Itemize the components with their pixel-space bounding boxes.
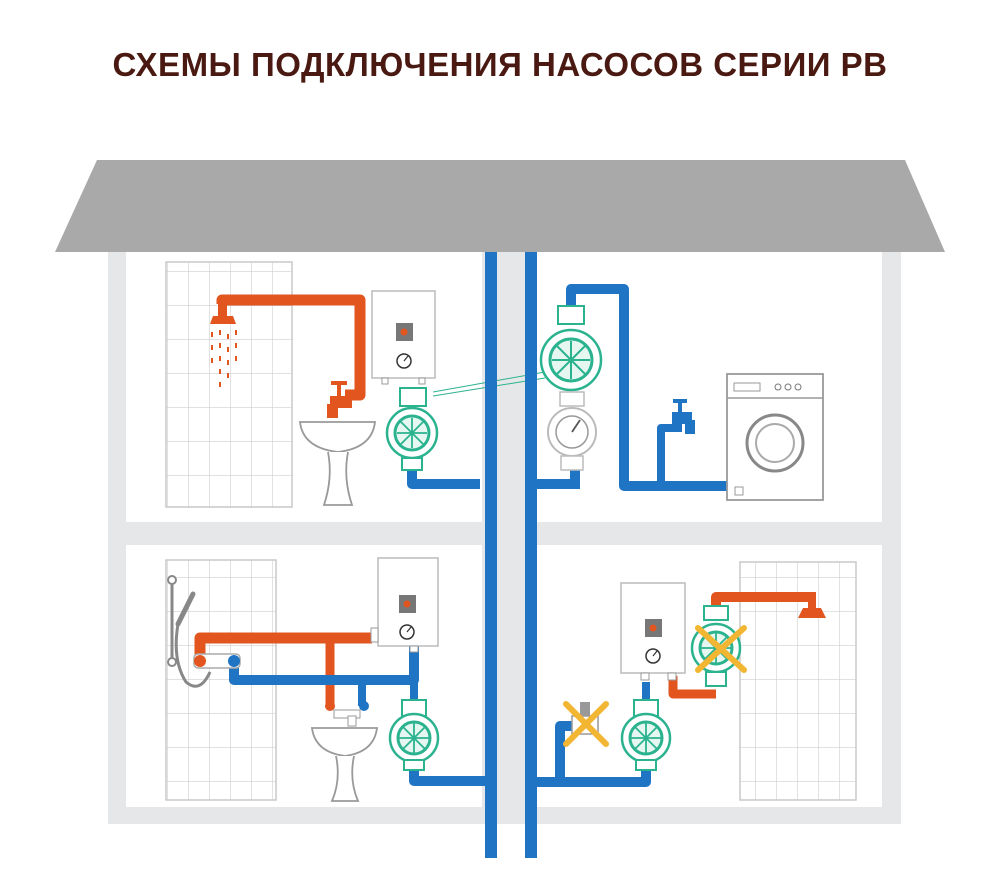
tap-icon: [672, 399, 695, 434]
hand-shower-icon: [167, 575, 212, 688]
pump-icon: [539, 305, 603, 392]
cross-icon: [563, 701, 609, 747]
water-heater-icon: [371, 290, 436, 385]
riser-left: [485, 252, 497, 858]
washing-machine-icon: [726, 373, 824, 501]
cold-pipe: [537, 468, 580, 489]
page-title: СХЕМЫ ПОДКЛЮЧЕНИЯ НАСОСОВ СЕРИИ PB: [112, 46, 888, 83]
riser-right: [525, 252, 537, 858]
pump-icon: [620, 699, 672, 771]
cold-pipe: [229, 646, 419, 685]
cold-pipe: [537, 721, 578, 787]
hot-pipe: [668, 676, 716, 699]
hot-pipe: [711, 592, 816, 606]
cross-icon: [695, 625, 747, 673]
flow-meter-icon: [547, 391, 597, 471]
faucet-icon: [327, 381, 352, 418]
cold-pipe: [407, 470, 480, 489]
cold-pipe: [657, 424, 682, 486]
water-heater-icon: [620, 582, 686, 681]
pump-icon: [388, 699, 440, 771]
pump-icon: [385, 387, 439, 471]
cold-pipe: [560, 770, 651, 787]
roof: [55, 160, 945, 252]
shower-head-icon: [798, 597, 826, 618]
shower-head-icon: [210, 300, 237, 387]
sink-icon: [310, 701, 379, 802]
water-heater-icon: [370, 557, 439, 653]
sink-icon: [298, 421, 377, 506]
hot-pipe: [194, 632, 372, 660]
mixer-icon: [193, 653, 241, 669]
